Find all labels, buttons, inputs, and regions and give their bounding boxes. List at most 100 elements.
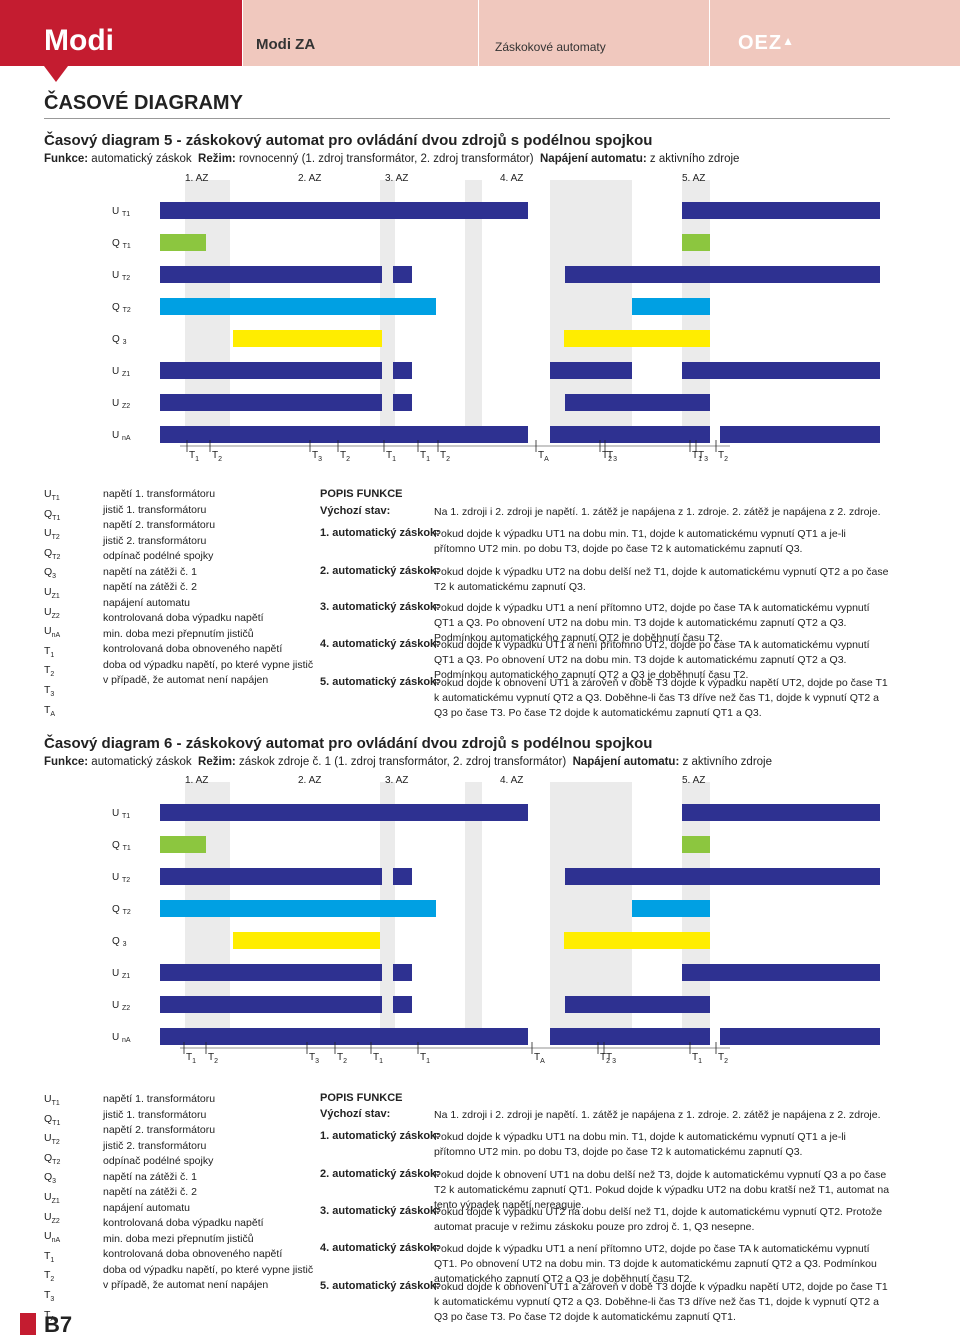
d5-time-label: T1 bbox=[692, 450, 702, 463]
legend-symbol: QT2 bbox=[44, 546, 61, 561]
d5-signal-bar bbox=[565, 394, 710, 411]
d6-time-label: T2 bbox=[718, 1052, 728, 1065]
legend5-texts: napětí 1. transformátoru jistič 1. transf… bbox=[103, 487, 313, 689]
d5-time-label: T1 bbox=[189, 450, 199, 463]
d5-signal-bar bbox=[682, 362, 880, 379]
d6-signal-bar bbox=[160, 1028, 528, 1045]
legend-symbol: TA bbox=[44, 1308, 56, 1323]
function-label: 4. automatický záskok: bbox=[320, 638, 440, 650]
legend-text: kontrolovaná doba výpadku napětí bbox=[103, 612, 264, 624]
legend-symbol: T3 bbox=[44, 1288, 55, 1304]
d5-signal-label: U Z1 bbox=[112, 366, 130, 378]
d6-signal-bar bbox=[682, 836, 710, 853]
function-label: 5. automatický záskok: bbox=[320, 676, 440, 688]
d5-az-label: 3. AZ bbox=[385, 173, 408, 184]
d5-time-label: T3 bbox=[607, 450, 617, 463]
function-label: 2. automatický záskok: bbox=[320, 1168, 440, 1180]
d6-signal-bar bbox=[550, 1028, 710, 1045]
section-divider bbox=[44, 118, 890, 119]
legend-text: napětí 1. transformátoru bbox=[103, 1093, 216, 1105]
header-logo-cell bbox=[710, 0, 960, 66]
d6-signal-label: U Z1 bbox=[112, 968, 130, 980]
section-title: ČASOVÉ DIAGRAMY bbox=[44, 92, 243, 114]
d5-signal-bar bbox=[682, 202, 880, 219]
d6-time-label: TA bbox=[534, 1052, 545, 1065]
legend-text: napětí 1. transformátoru bbox=[103, 488, 216, 500]
legend-symbol: T2 bbox=[44, 664, 55, 679]
legend-symbol: UT1 bbox=[44, 1093, 60, 1108]
legend-text: doba od výpadku napětí, po které vypne j… bbox=[103, 1263, 314, 1276]
page-badge bbox=[20, 1313, 36, 1335]
d5-signal-bar bbox=[160, 394, 382, 411]
d5-signal-bar bbox=[564, 330, 710, 347]
legend-text: min. doba mezi přepnutím jističů bbox=[103, 627, 254, 640]
oez-logo: OEZ▲ bbox=[738, 32, 796, 54]
d6-time-label: T2 bbox=[337, 1052, 347, 1065]
d6-signal-bar bbox=[160, 868, 382, 885]
d5-signal-label: Q T2 bbox=[112, 302, 131, 314]
brand-title: Modi bbox=[44, 24, 114, 57]
d5-signal-bar bbox=[393, 394, 412, 411]
legend-symbol: T1 bbox=[44, 1249, 55, 1264]
page-number: B7 bbox=[44, 1312, 73, 1337]
d6-signal-bar bbox=[393, 996, 412, 1013]
legend-symbol: UnA bbox=[44, 625, 61, 640]
diagram5-title: Časový diagram 5 - záskokový automat pro… bbox=[44, 132, 653, 149]
header-category-cell bbox=[479, 0, 709, 66]
d6-signal-label: U nA bbox=[112, 1032, 131, 1044]
function-label: 2. automatický záskok: bbox=[320, 565, 440, 577]
legend-text: napětí 2. transformátoru bbox=[103, 1124, 216, 1136]
legend-symbol: T2 bbox=[44, 1269, 55, 1284]
function-heading: POPIS FUNKCE bbox=[320, 1092, 403, 1104]
d6-signal-bar bbox=[564, 932, 710, 949]
function-text: Pokud dojde k výpadku UT1 a není přítomn… bbox=[434, 639, 870, 681]
d6-signal-bar bbox=[632, 900, 710, 917]
d6-time-label: T3 bbox=[309, 1052, 319, 1065]
d6-signal-label: U Z2 bbox=[112, 1000, 130, 1012]
legend-text: jistič 1. transformátoru bbox=[103, 503, 207, 516]
d6-signal-bar bbox=[682, 804, 880, 821]
function-text: Pokud dojde k obnovení UT1 na dobu delší… bbox=[434, 1169, 890, 1211]
d5-signal-bar bbox=[720, 426, 880, 443]
d5-time-label: T2 bbox=[440, 450, 450, 463]
d5-az-label: 1. AZ bbox=[185, 173, 208, 184]
legend-text: napětí na zátěži č. 2 bbox=[103, 581, 197, 593]
d6-time-label: T3 bbox=[606, 1052, 616, 1065]
function-text: Pokud dojde k obnovení UT1 a zároveň v d… bbox=[434, 677, 888, 719]
d6-signal-bar bbox=[160, 996, 382, 1013]
d5-signal-bar bbox=[393, 266, 412, 283]
d6-signal-bar bbox=[233, 932, 380, 949]
d6-time-label: T1 bbox=[186, 1052, 196, 1065]
d6-time-label: T1 bbox=[420, 1052, 430, 1065]
function-label: 1. automatický záskok: bbox=[320, 1130, 440, 1142]
function-text: Pokud dojde k obnovení UT1 a zároveň v d… bbox=[434, 1281, 888, 1323]
d6-signal-label: U T2 bbox=[112, 872, 130, 884]
legend-symbol: Q3 bbox=[44, 1171, 57, 1186]
d5-time-label: T3 bbox=[698, 450, 708, 463]
legend-text: kontrolovaná doba obnoveného napětí bbox=[103, 1248, 283, 1260]
d5-time-label: T2 bbox=[212, 450, 222, 463]
function-label: Výchozí stav: bbox=[320, 505, 391, 517]
function-text: Pokud dojde k výpadku UT1 na dobu min. T… bbox=[434, 1131, 846, 1158]
diagram6-title: Časový diagram 6 - záskokový automat pro… bbox=[44, 735, 653, 752]
legend-text: odpínač podélné spojky bbox=[103, 1155, 214, 1167]
legend-symbol: UT2 bbox=[44, 527, 60, 542]
brand-banner: Modi bbox=[0, 0, 242, 66]
legend-symbol: UZ2 bbox=[44, 1210, 60, 1225]
d5-time-label: T1 bbox=[386, 450, 396, 463]
d5-shade-band bbox=[465, 180, 482, 442]
d6-time-label: T2 bbox=[600, 1052, 610, 1065]
d5-signal-bar bbox=[160, 362, 382, 379]
legend-symbol: T3 bbox=[44, 683, 55, 699]
category-name: Záskokové automaty bbox=[495, 40, 606, 54]
d6-az-label: 1. AZ bbox=[185, 775, 208, 786]
d6-signal-label: U T1 bbox=[112, 808, 130, 820]
function-label: 4. automatický záskok: bbox=[320, 1242, 440, 1254]
d6-signal-bar bbox=[720, 1028, 880, 1045]
d6-time-label: T1 bbox=[692, 1052, 702, 1065]
d6-time-label: T2 bbox=[208, 1052, 218, 1065]
d5-signal-bar bbox=[160, 426, 528, 443]
